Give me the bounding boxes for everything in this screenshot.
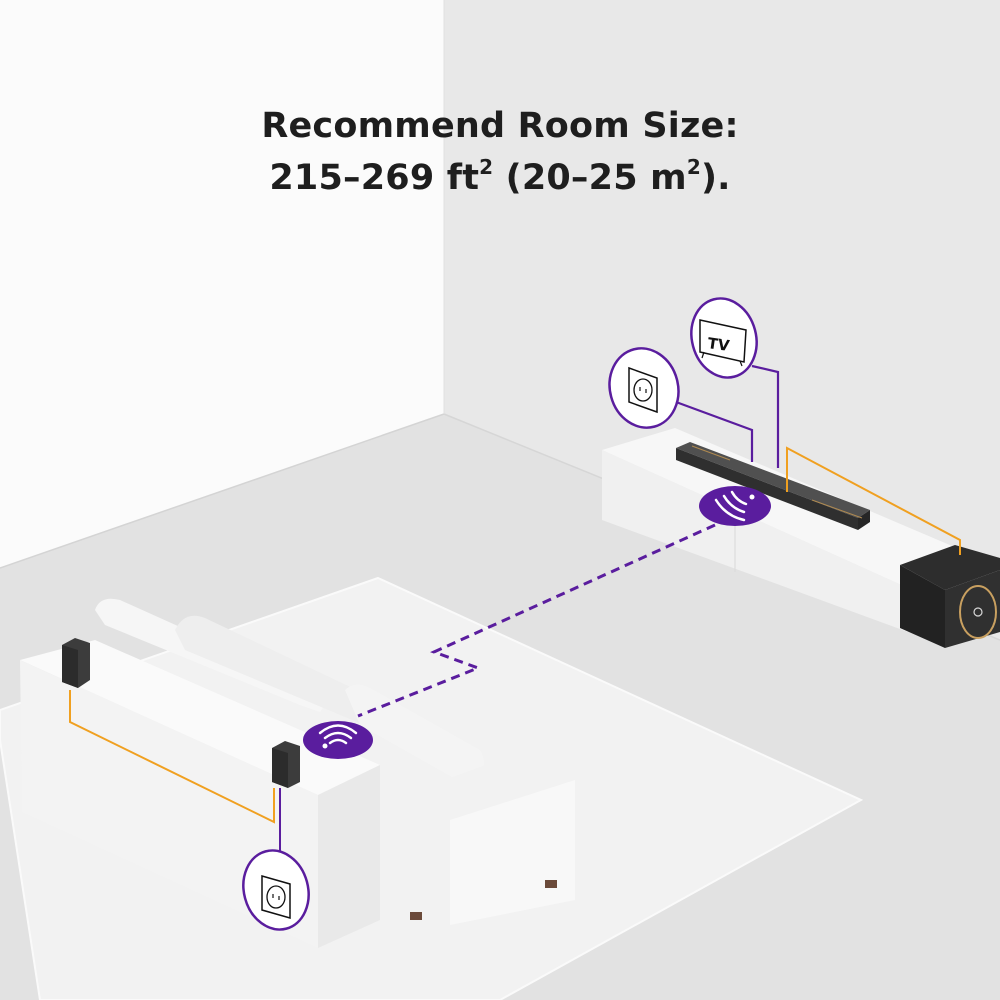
- power-outlet-icon-sofa: [242, 849, 310, 931]
- left-wall: [0, 0, 444, 568]
- orange-cable-rear: [69, 690, 275, 824]
- tv-label: TV: [706, 334, 731, 355]
- rear-speaker-right: [272, 741, 300, 788]
- soundbar: [676, 442, 870, 530]
- headline-line1: Recommend Room Size:: [261, 106, 739, 146]
- wireless-signal-icon-sofa: [303, 721, 373, 759]
- headline-line2: 215–269 ft2 (20–25 m2).: [269, 155, 731, 198]
- subwoofer: [900, 545, 1000, 648]
- headline: Recommend Room Size: 215–269 ft2 (20–25 …: [0, 100, 1000, 204]
- orange-cable-sub: [786, 446, 961, 555]
- purple-cable-tv-soundbar: [751, 364, 780, 468]
- purple-cable-outlet-soundbar: [675, 400, 754, 462]
- rear-speaker-left: [62, 638, 90, 688]
- tv-callout: TV: [690, 297, 758, 379]
- wireless-link-dashed: [357, 523, 716, 718]
- tv-icon: [699, 319, 747, 363]
- wireless-signal-icon: [699, 486, 771, 526]
- power-outlet-icon: [608, 347, 680, 429]
